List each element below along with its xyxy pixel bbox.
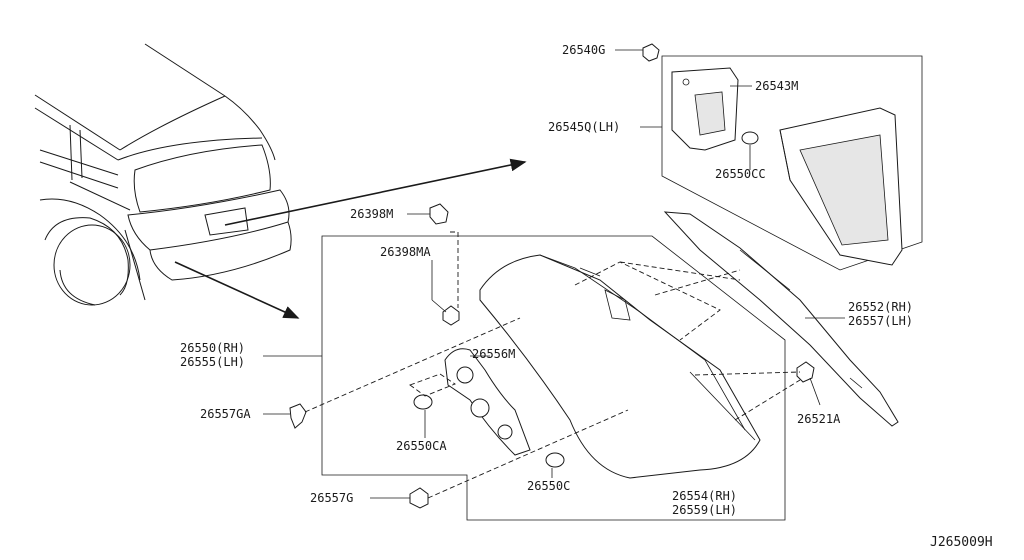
screw-26521A xyxy=(796,361,815,383)
pointer-arrow-lower xyxy=(174,261,300,319)
finisher-26552 xyxy=(663,211,899,427)
label-26550-rh: 26550(RH) xyxy=(180,341,245,355)
label-26550CA: 26550CA xyxy=(396,439,447,453)
combination-lamp-group xyxy=(289,235,786,521)
bolt-26557G xyxy=(409,487,429,509)
nut-26540G xyxy=(642,43,660,62)
diagram-id: J265009H xyxy=(930,535,993,550)
combination-lamp-callout-frame xyxy=(321,235,786,521)
rear-combination-lamp xyxy=(479,254,761,479)
label-26521A: 26521A xyxy=(797,412,841,426)
label-26559-lh: 26559(LH) xyxy=(672,503,737,517)
leader-lines xyxy=(263,49,845,499)
socket-upper xyxy=(456,366,474,384)
label-26555-lh: 26555(LH) xyxy=(180,355,245,369)
socket-harness-26556M xyxy=(444,348,531,456)
label-26554-rh: 26554(RH) xyxy=(672,489,737,503)
clip-26557GA xyxy=(289,403,307,429)
socket-lower xyxy=(497,424,513,440)
bulb-26550C xyxy=(545,452,565,468)
label-26557GA: 26557GA xyxy=(200,407,251,421)
bulb-26550CC xyxy=(741,131,759,145)
label-26398M: 26398M xyxy=(350,207,393,221)
socket-middle xyxy=(470,398,490,418)
label-26552-rh: 26552(RH) xyxy=(848,300,913,314)
label-26550CC: 26550CC xyxy=(715,167,766,181)
label-26398MA: 26398MA xyxy=(380,245,431,259)
pointer-arrow-upper xyxy=(224,158,527,226)
label-26543M: 26543M xyxy=(755,79,798,93)
alignment-lines xyxy=(304,231,801,499)
grommet-26398M xyxy=(429,203,449,225)
label-26557-lh: 26557(LH) xyxy=(848,314,913,328)
label-26550C: 26550C xyxy=(527,479,570,493)
inner-lamp-assembly-group xyxy=(661,55,923,271)
label-26556M: 26556M xyxy=(472,347,515,361)
bulb-26550CA xyxy=(413,394,433,410)
label-26540G: 26540G xyxy=(562,43,605,57)
nut-26398MA xyxy=(442,305,460,326)
vehicle-rear-illustration xyxy=(34,43,292,306)
label-26545Q: 26545Q(LH) xyxy=(548,120,620,134)
label-26557G: 26557G xyxy=(310,491,353,505)
